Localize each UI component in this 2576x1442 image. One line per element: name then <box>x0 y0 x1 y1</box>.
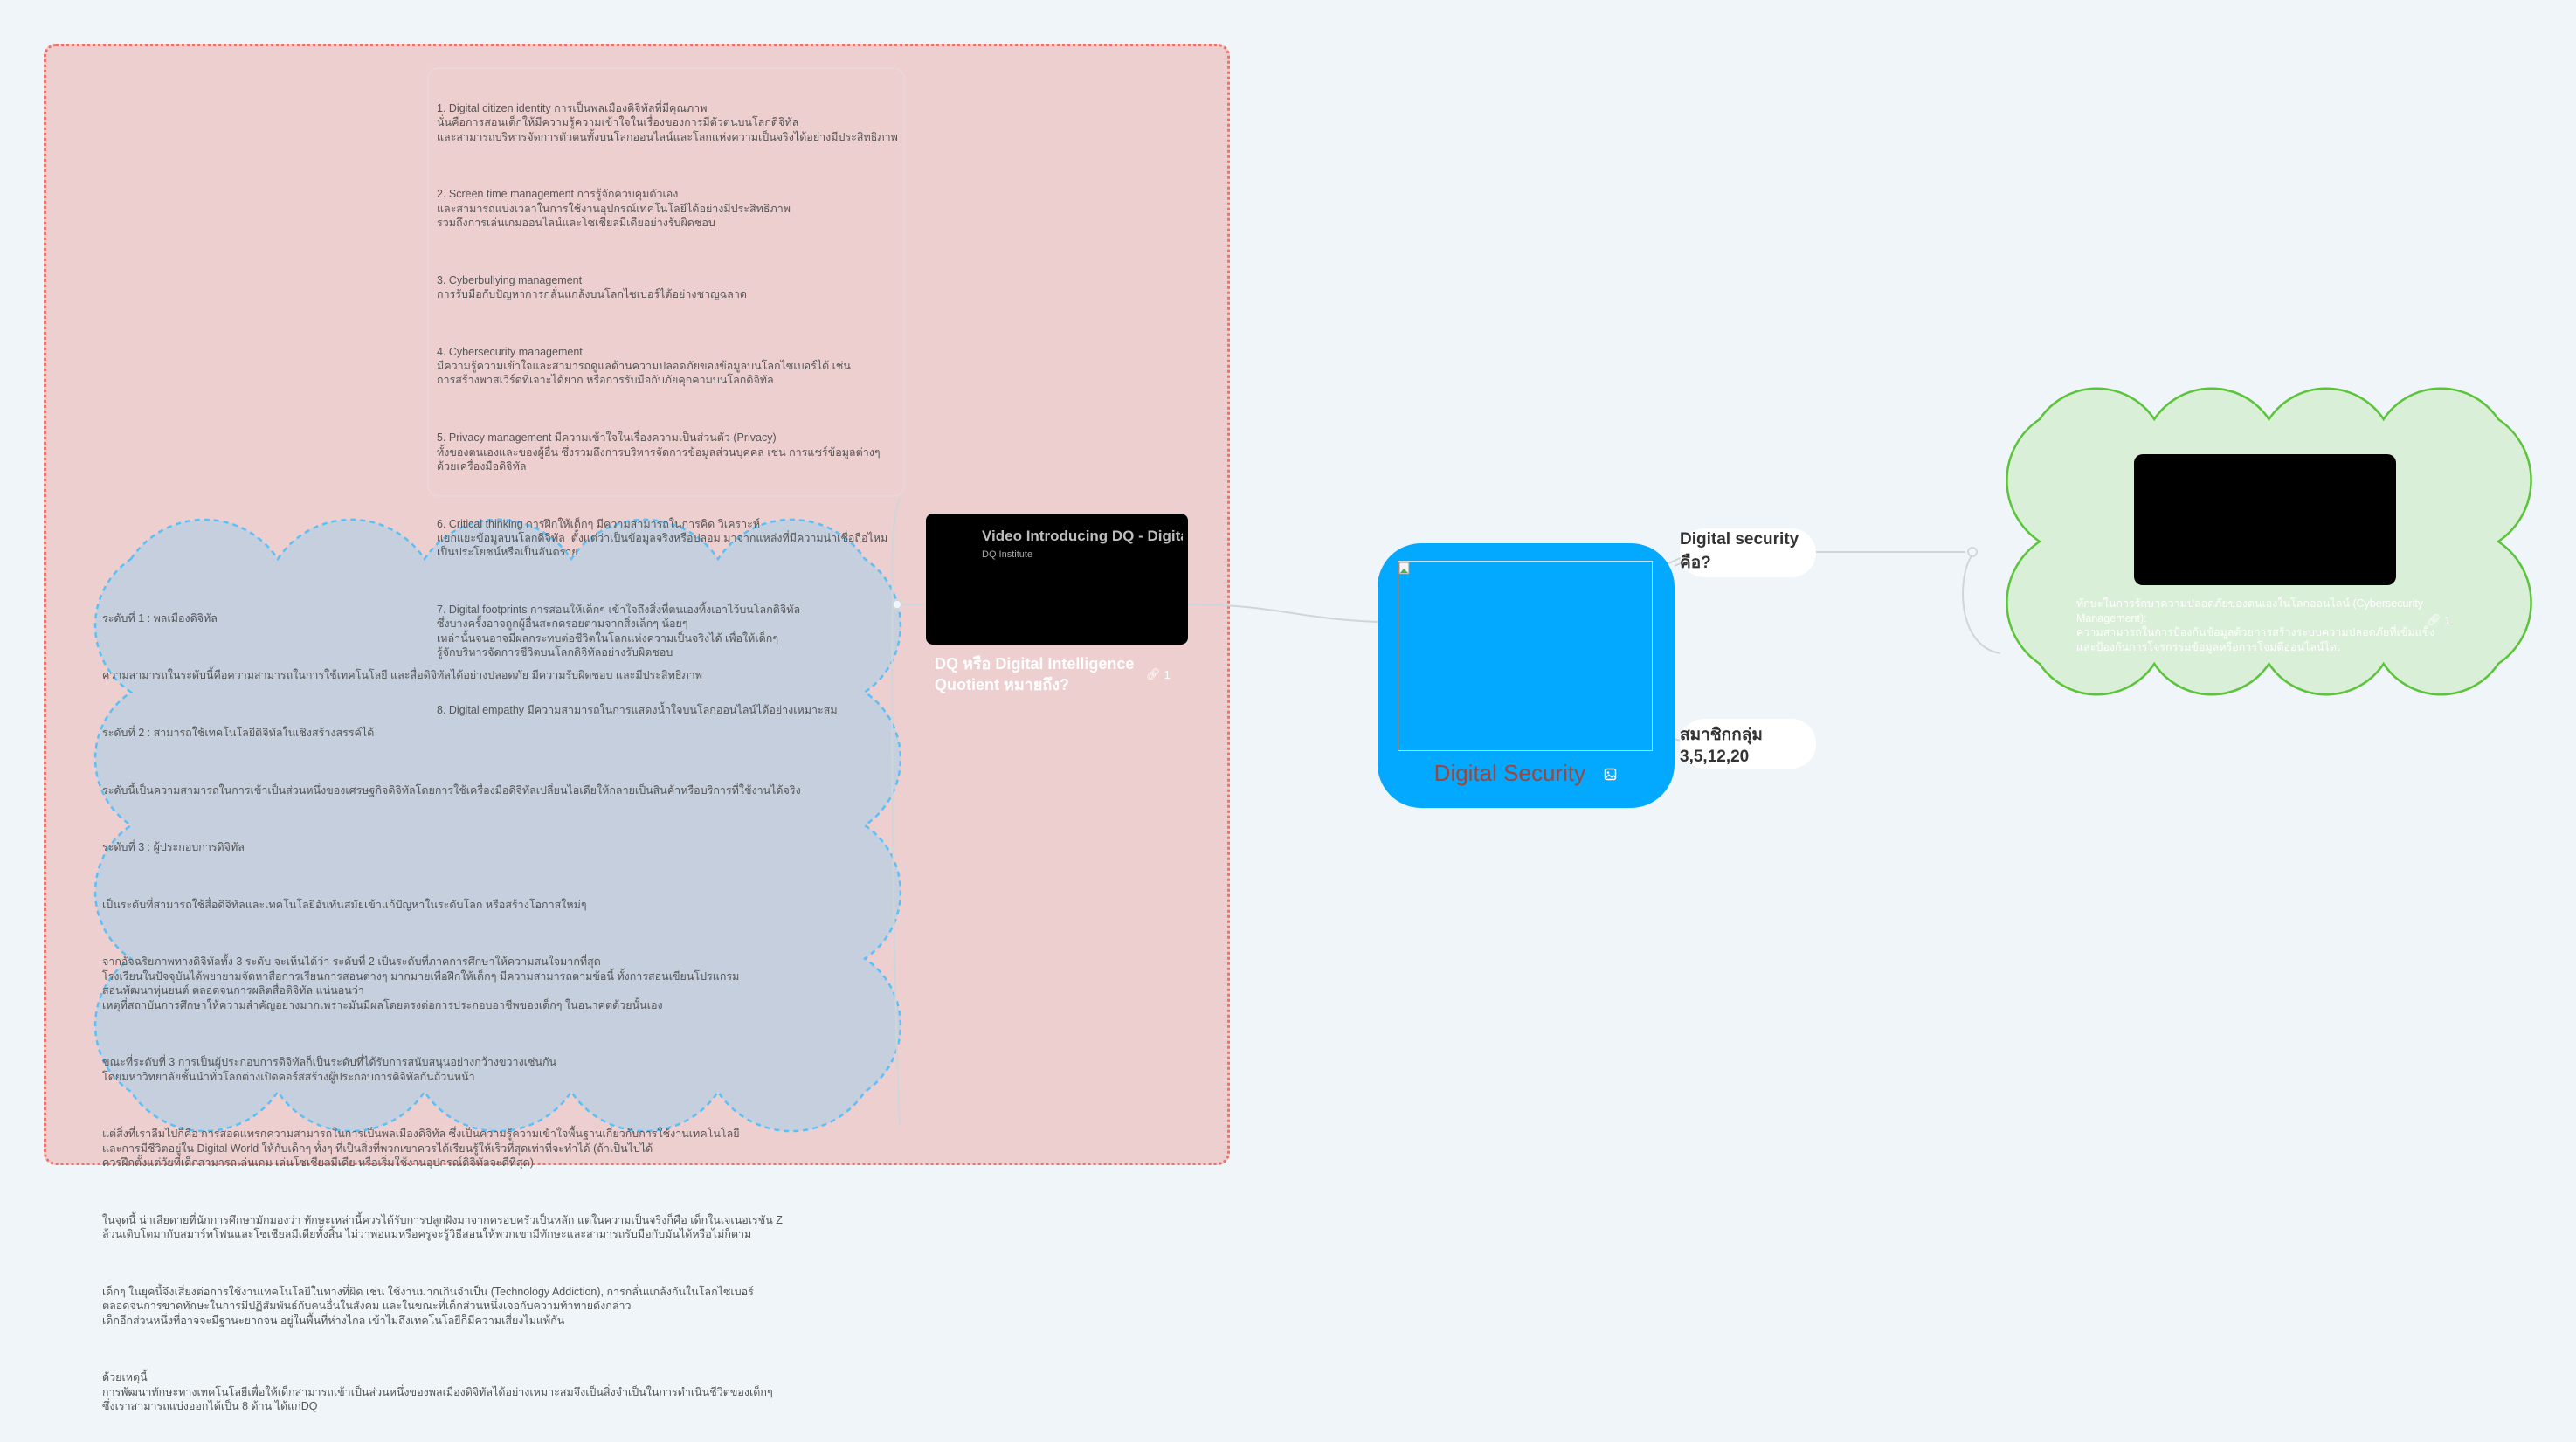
collapse-handle-dq[interactable] <box>892 599 902 610</box>
connector-central-dq <box>1187 604 1378 623</box>
central-topic-title: Digital Security <box>1378 760 1675 787</box>
text-block-outline <box>427 67 905 497</box>
level-paragraph: ระดับที่ 3 : ผู้ประกอบการดิจิทัล <box>102 841 245 854</box>
competency-item: 8. Digital empathy มีความสามารถในการแสดง… <box>437 703 838 716</box>
image-icon[interactable] <box>1604 768 1618 782</box>
topic-group-members[interactable]: สมาชิกกลุ่ม 3,5,12,20 <box>1680 719 1816 769</box>
central-title-text: Digital Security <box>1433 760 1586 786</box>
cloud-shape-levels[interactable] <box>93 518 902 1133</box>
level-paragraph: เด็กๆ ในยุคนี้จึงเสี่ยงต่อการใช้งานเทคโน… <box>102 1285 754 1327</box>
level-paragraph: เป็นระดับที่สามารถใช้สื่อดิจิทัลและเทคโน… <box>102 898 587 911</box>
connector-what-is-cloud <box>1962 554 2001 654</box>
level-paragraph: ระดับที่ 2 : สามารถใช้เทคโนโลยีดิจิทัลใน… <box>102 727 375 740</box>
video-channel: DQ Institute <box>982 549 1033 560</box>
level-paragraph: ระดับนี้เป็นความสามารถในการเข้าเป็นส่วนห… <box>102 783 801 797</box>
competency-item: 7. Digital footprints การสอนให้เด็กๆ เข้… <box>437 603 801 659</box>
level-paragraph: ระดับที่ 1 : พลเมืองดิจิทัล <box>102 611 218 624</box>
link-badge-dq[interactable]: 🔗︎ 1 <box>1146 667 1171 681</box>
broken-image-icon <box>1398 562 1410 575</box>
level-paragraph: ความสามารถในระดับนี้คือความสามารถในการใช… <box>102 669 702 682</box>
competency-item: 5. Privacy management มีความเข้าใจในเรื่… <box>437 431 881 473</box>
link-icon: 🔗︎ <box>1146 667 1161 680</box>
dq-competencies-text[interactable]: 1. Digital citizen identity การเป็นพลเมื… <box>437 72 898 746</box>
competency-item: 6. Critical thinking การฝึกให้เด็กๆ มีคว… <box>437 517 888 559</box>
link-count: 1 <box>1164 667 1171 681</box>
connector-dq-children <box>891 497 901 1128</box>
collapse-handle-what-is[interactable] <box>1967 547 1978 557</box>
video-embed-definition[interactable] <box>2134 454 2396 585</box>
broken-image-placeholder <box>1398 561 1653 751</box>
competency-item: 1. Digital citizen identity การเป็นพลเมื… <box>437 101 898 143</box>
competency-item: 3. Cyberbullying management การรับมือกับ… <box>437 273 747 301</box>
level-paragraph: ขณะที่ระดับที่ 3 การเป็นผู้ประกอบการดิจิ… <box>102 1056 557 1083</box>
topic-what-is-digital-security[interactable]: Digital security คือ? <box>1680 528 1816 577</box>
level-paragraph: ด้วยเหตุนี้ การพัฒนาทักษะทางเทคโนโลยีเพื… <box>102 1371 773 1412</box>
topic-dq-label[interactable]: DQ หรือ Digital Intelligence Quotient หม… <box>935 655 1135 693</box>
link-badge-definition[interactable]: 🔗︎ 1 <box>2427 613 2451 627</box>
competency-item: 4. Cybersecurity management มีความรู้ควา… <box>437 345 851 387</box>
link-count: 1 <box>2444 613 2451 627</box>
video-title: Video Introducing DQ - Digital Intellige… <box>982 528 1183 544</box>
level-paragraph: แต่สิ่งที่เราลืมไปก็คือ การสอดแทรกความสา… <box>102 1128 740 1169</box>
video-embed-dq[interactable]: Video Introducing DQ - Digital Intellige… <box>926 514 1188 645</box>
central-topic[interactable]: Digital Security <box>1378 543 1675 808</box>
dq-levels-text[interactable]: ระดับที่ 1 : พลเมืองดิจิทัล ความสามารถใน… <box>102 583 801 1442</box>
level-paragraph: จากอัจฉริยภาพทางดิจิทัลทั้ง 3 ระดับ จะเห… <box>102 956 740 1011</box>
competency-item: 2. Screen time management การรู้จักควบคุ… <box>437 188 791 230</box>
link-icon: 🔗︎ <box>2427 613 2441 626</box>
level-paragraph: ในจุดนี้ น่าเสียดายที่นักการศึกษามักมองว… <box>102 1213 783 1241</box>
definition-note: ทักษะในการรักษาความปลอดภัยของตนเองในโลกอ… <box>2076 597 2435 653</box>
